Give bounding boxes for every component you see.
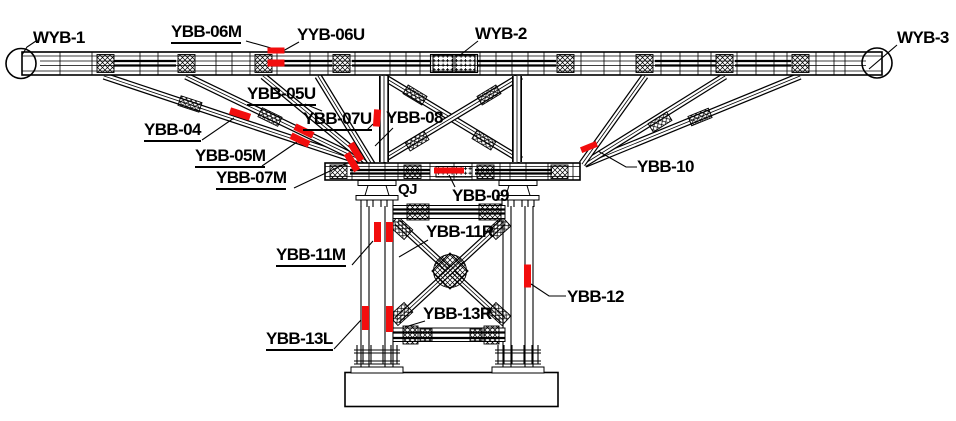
leader-line-wyb-1 <box>21 40 37 56</box>
leader-line-ybb-05m <box>261 141 298 167</box>
leader-line-ybb-04 <box>201 117 235 141</box>
center-gusset-disc <box>431 252 469 290</box>
leader-line-ybb-13l <box>333 319 362 350</box>
highlight-mark <box>372 109 382 127</box>
leader-lines-layer <box>21 40 898 350</box>
brace-splice-collars <box>177 84 713 152</box>
top-chord <box>21 51 883 76</box>
left-end-marker-circle <box>5 47 37 80</box>
left-bearing <box>355 180 399 207</box>
highlight-mark <box>374 222 381 242</box>
right-bearing <box>496 180 540 207</box>
leader-line-ybb-10 <box>597 150 637 168</box>
highlight-mark <box>434 167 464 174</box>
upper-tie-beam <box>392 203 506 221</box>
pier-x-bracing <box>388 215 512 327</box>
highlight-mark <box>343 151 361 173</box>
leader-line-ybb-13r <box>404 320 426 328</box>
wyb-2-splice-panel <box>429 53 479 74</box>
right-column-base <box>491 345 545 374</box>
left-fan-braces <box>102 72 377 168</box>
foundation-block <box>344 371 559 408</box>
leader-line-ybb-07u <box>366 123 374 131</box>
highlight-mark <box>524 264 531 288</box>
left-column-base <box>350 345 404 374</box>
highlight-mark <box>267 47 285 54</box>
highlight-marks-layer <box>228 47 599 332</box>
midspan-vertical-posts <box>379 76 522 162</box>
highlight-mark <box>386 222 393 242</box>
highlight-mark <box>347 141 365 163</box>
highlight-mark <box>289 132 311 148</box>
right-end-marker-circle <box>861 47 893 79</box>
leader-line-ybb-11r <box>398 239 429 258</box>
lower-tie-beam <box>392 325 506 345</box>
midspan-x-bracing <box>380 72 523 164</box>
leader-line-yyb-06u <box>282 41 300 52</box>
highlight-mark <box>386 306 393 332</box>
highlight-mark <box>362 306 369 330</box>
leader-line-ybb-08 <box>374 127 394 147</box>
highlight-mark <box>579 141 599 153</box>
pier-columns <box>360 206 534 368</box>
highlight-mark <box>267 59 285 67</box>
leader-line-ybb-12 <box>530 283 566 297</box>
leader-line-wyb-3 <box>868 44 898 70</box>
leader-line-ybb-11m <box>351 240 374 266</box>
leader-line-ybb-07m <box>293 162 348 189</box>
highlight-mark <box>228 107 252 121</box>
top-chord-splice-plates <box>96 54 810 73</box>
leader-line-wyb-2 <box>458 40 479 57</box>
highlight-mark <box>293 123 315 139</box>
leader-line-ybb-06m <box>245 40 272 49</box>
leader-line-ybb-09 <box>448 174 456 188</box>
